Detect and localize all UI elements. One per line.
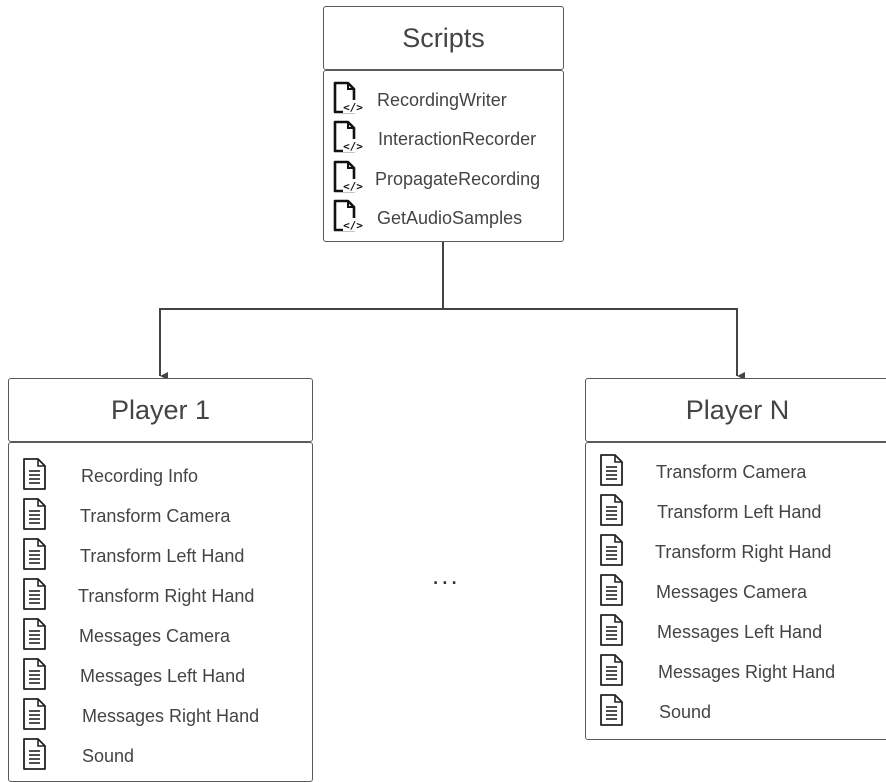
code-file-icon: </> <box>332 120 364 159</box>
document-icon <box>598 493 626 532</box>
list-item: Recording Info <box>21 457 199 496</box>
document-icon <box>598 533 626 572</box>
list-item: </> GetAudioSamples <box>332 199 523 238</box>
list-item: Messages Camera <box>598 573 808 612</box>
document-icon <box>598 613 626 652</box>
script-name: GetAudioSamples <box>377 207 523 228</box>
ellipsis: ... <box>432 560 460 590</box>
file-name: Messages Camera <box>79 625 231 646</box>
connector-branch-left <box>159 308 443 380</box>
file-name: Transform Camera <box>656 461 807 482</box>
file-name: Transform Left Hand <box>80 545 245 566</box>
scripts-title: Scripts <box>323 6 564 70</box>
document-icon <box>598 693 626 732</box>
list-item: </> InteractionRecorder <box>332 120 537 159</box>
list-item: Messages Right Hand <box>598 653 836 692</box>
list-item: </> PropagateRecording <box>332 160 541 199</box>
list-item: Transform Right Hand <box>598 533 832 572</box>
player-1-list: Recording Info Transform Camera Transfor… <box>8 442 313 782</box>
list-item: Transform Left Hand <box>598 493 822 532</box>
document-icon <box>598 653 626 692</box>
code-file-icon: </> <box>332 160 364 199</box>
file-name: Recording Info <box>81 465 199 486</box>
script-name: RecordingWriter <box>377 89 507 110</box>
file-name: Messages Right Hand <box>82 705 260 726</box>
document-icon <box>21 737 49 776</box>
document-icon <box>598 573 626 612</box>
document-icon <box>21 577 49 616</box>
file-name: Messages Left Hand <box>657 621 823 642</box>
file-name: Messages Left Hand <box>80 665 246 686</box>
list-item: Messages Camera <box>21 617 231 656</box>
script-name: PropagateRecording <box>375 168 541 189</box>
document-icon <box>21 497 49 536</box>
document-icon <box>21 657 49 696</box>
svg-text:</>: </> <box>343 180 363 193</box>
list-item: Sound <box>598 693 712 732</box>
player-1-title: Player 1 <box>8 378 313 442</box>
file-name: Transform Left Hand <box>657 501 822 522</box>
script-name: InteractionRecorder <box>378 128 537 149</box>
scripts-list: </> RecordingWriter </> InteractionRecor… <box>323 70 564 242</box>
svg-text:</>: </> <box>343 101 363 114</box>
document-icon <box>21 457 49 496</box>
document-icon <box>21 617 49 656</box>
list-item: Transform Right Hand <box>21 577 255 616</box>
file-name: Transform Right Hand <box>655 541 832 562</box>
file-name: Sound <box>659 701 712 722</box>
svg-text:</>: </> <box>343 140 363 153</box>
document-icon <box>21 537 49 576</box>
code-file-icon: </> <box>332 199 364 238</box>
player-n-list: Transform Camera Transform Left Hand Tra… <box>585 442 886 740</box>
file-name: Sound <box>82 745 135 766</box>
file-name: Messages Right Hand <box>658 661 836 682</box>
list-item: Transform Camera <box>598 453 807 492</box>
document-icon <box>21 697 49 736</box>
file-name: Transform Camera <box>80 505 231 526</box>
list-item: Messages Left Hand <box>598 613 823 652</box>
list-item: Messages Left Hand <box>21 657 246 696</box>
file-name: Transform Right Hand <box>78 585 255 606</box>
list-item: Transform Left Hand <box>21 537 245 576</box>
player-n-title: Player N <box>585 378 886 442</box>
code-file-icon: </> <box>332 81 364 120</box>
list-item: </> RecordingWriter <box>332 81 507 120</box>
document-icon <box>598 453 626 492</box>
list-item: Transform Camera <box>21 497 231 536</box>
connector-branch-right <box>443 308 745 380</box>
list-item: Messages Right Hand <box>21 697 260 736</box>
svg-text:</>: </> <box>343 219 363 232</box>
list-item: Sound <box>21 737 135 776</box>
file-name: Messages Camera <box>656 581 808 602</box>
